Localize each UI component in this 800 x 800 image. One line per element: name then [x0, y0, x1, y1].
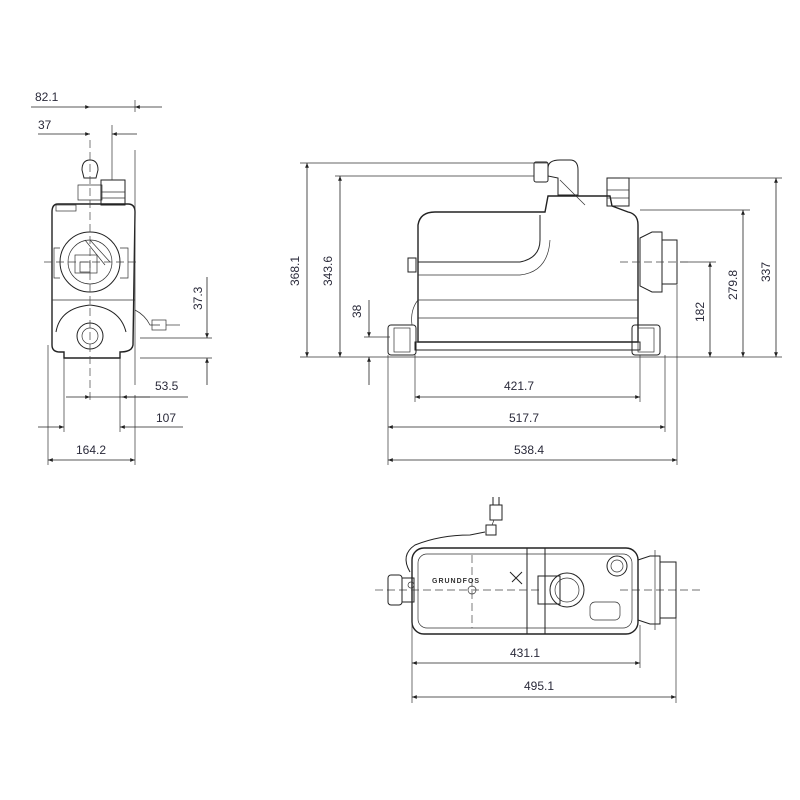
- dim-label-495-1: 495.1: [524, 679, 554, 693]
- top-view-pump-outline: GRUNDFOS: [375, 497, 700, 635]
- dim-label-37: 37: [38, 118, 52, 132]
- front-view-pump-outline: [387, 159, 678, 358]
- dimension-37: 37: [38, 118, 137, 136]
- dim-label-421-7: 421.7: [504, 379, 534, 393]
- dim-label-337: 337: [759, 262, 773, 282]
- dim-label-517-7: 517.7: [509, 411, 539, 425]
- dimension-368-1: 368.1: [288, 162, 309, 357]
- dim-label-182: 182: [693, 302, 707, 322]
- front-view-extension-lines: [300, 162, 782, 465]
- side-view-pump-outline: [51, 159, 180, 359]
- side-view: 82.1 37 37.3 53.5 107 164.2: [31, 90, 212, 465]
- dimension-431-1: 431.1: [412, 646, 640, 665]
- dim-label-343-6: 343.6: [321, 256, 335, 286]
- dim-label-538-4: 538.4: [514, 443, 544, 457]
- dimension-495-1: 495.1: [412, 679, 676, 699]
- dim-label-37-3: 37.3: [191, 286, 205, 310]
- dim-label-107: 107: [156, 411, 176, 425]
- dimension-279-8: 279.8: [726, 209, 745, 357]
- dim-label-164-2: 164.2: [76, 443, 106, 457]
- dimension-107: 107: [38, 411, 183, 429]
- top-view: GRUNDFOS: [375, 497, 700, 703]
- dimension-517-7: 517.7: [388, 411, 665, 429]
- dim-label-53-5: 53.5: [155, 379, 179, 393]
- dimension-182: 182: [693, 262, 712, 357]
- dimension-538-4: 538.4: [388, 443, 677, 462]
- dim-label-82-1: 82.1: [35, 90, 59, 104]
- dimension-164-2: 164.2: [48, 443, 136, 462]
- dimension-337: 337: [759, 177, 778, 357]
- dim-label-279-8: 279.8: [726, 270, 740, 300]
- dimension-421-7: 421.7: [415, 379, 640, 399]
- dimension-82-1: 82.1: [31, 90, 162, 109]
- dim-label-431-1: 431.1: [510, 646, 540, 660]
- dimension-37-3: 37.3: [191, 277, 209, 385]
- grundfos-logo: GRUNDFOS: [432, 578, 480, 585]
- top-view-extension-lines: [411, 600, 677, 703]
- side-view-centerlines: [44, 100, 212, 465]
- dimension-38: 38: [350, 300, 371, 385]
- front-view: 368.1 343.6 38 182 279.8 337: [288, 159, 782, 465]
- dim-label-38: 38: [350, 304, 364, 318]
- dimension-53-5: 53.5: [66, 379, 188, 399]
- dimension-343-6: 343.6: [321, 175, 342, 357]
- dim-label-368-1: 368.1: [288, 256, 302, 286]
